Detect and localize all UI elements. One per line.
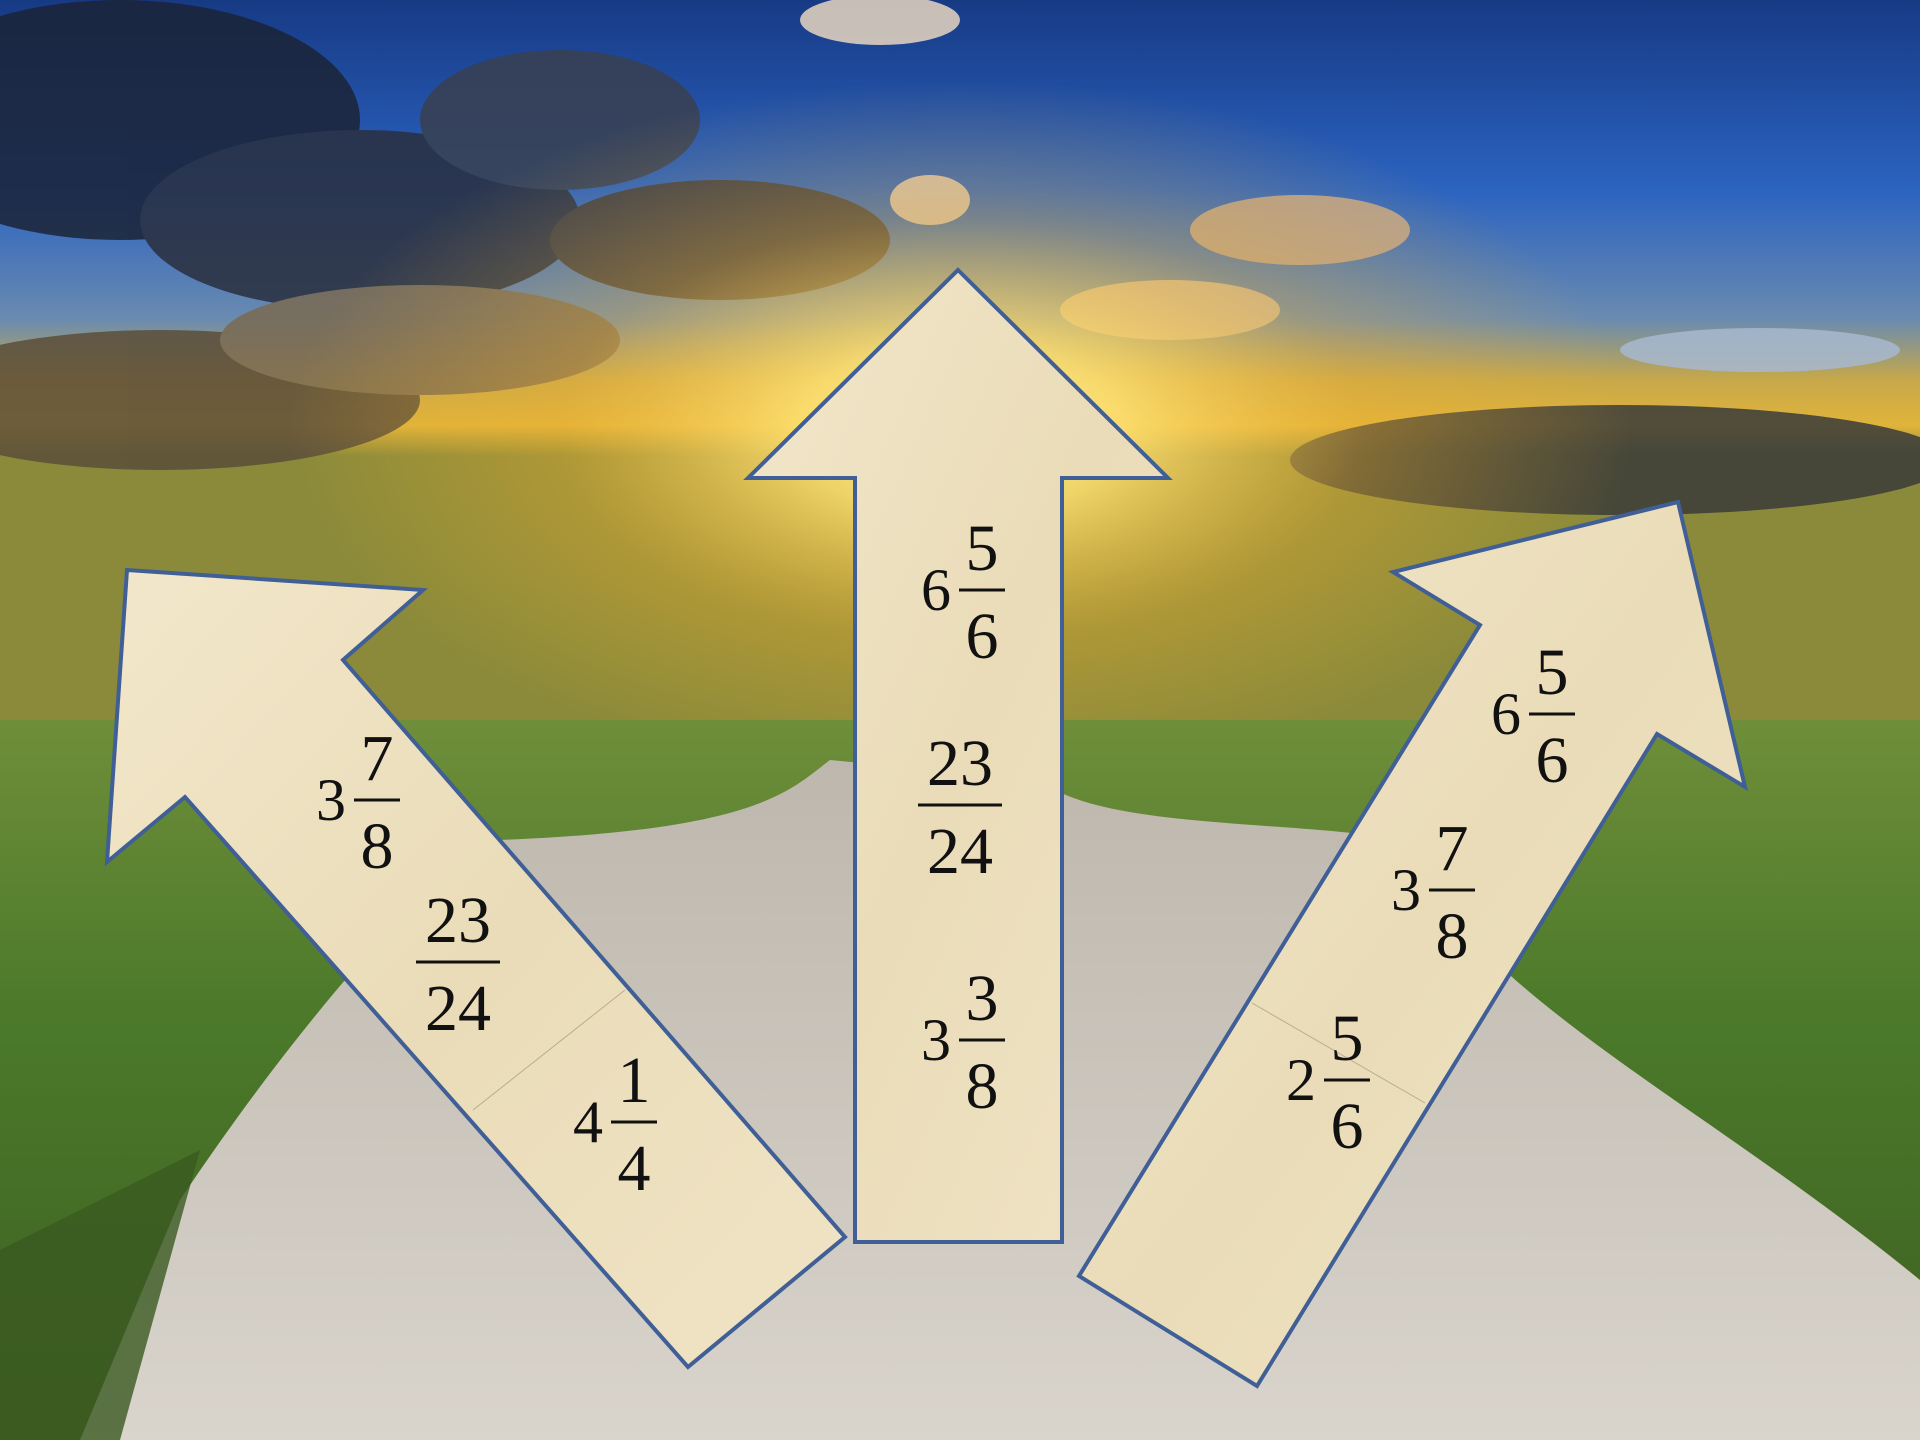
- whole-number: 2: [1286, 1047, 1316, 1113]
- denominator: 8: [966, 1050, 999, 1123]
- denominator: 8: [1436, 900, 1469, 973]
- numerator: 23: [927, 727, 993, 800]
- whole-number: 3: [316, 767, 346, 833]
- whole-number: 3: [1391, 857, 1421, 923]
- numerator: 7: [361, 722, 394, 795]
- whole-number: 6: [1491, 681, 1521, 747]
- whole-number: 3: [921, 1007, 951, 1073]
- whole-number: 4: [573, 1089, 603, 1155]
- denominator: 8: [361, 810, 394, 883]
- denominator: 6: [966, 600, 999, 673]
- numerator: 23: [425, 884, 491, 957]
- numerator: 5: [1331, 1002, 1364, 1075]
- denominator: 4: [618, 1132, 651, 1205]
- denominator: 6: [1331, 1090, 1364, 1163]
- numerator: 1: [618, 1044, 651, 1117]
- whole-number: 6: [921, 557, 951, 623]
- denominator: 24: [927, 815, 993, 888]
- numerator: 7: [1436, 812, 1469, 885]
- numerator: 5: [966, 512, 999, 585]
- denominator: 24: [425, 972, 491, 1045]
- denominator: 6: [1536, 724, 1569, 797]
- numerator: 5: [1536, 636, 1569, 709]
- numerator: 3: [966, 962, 999, 1035]
